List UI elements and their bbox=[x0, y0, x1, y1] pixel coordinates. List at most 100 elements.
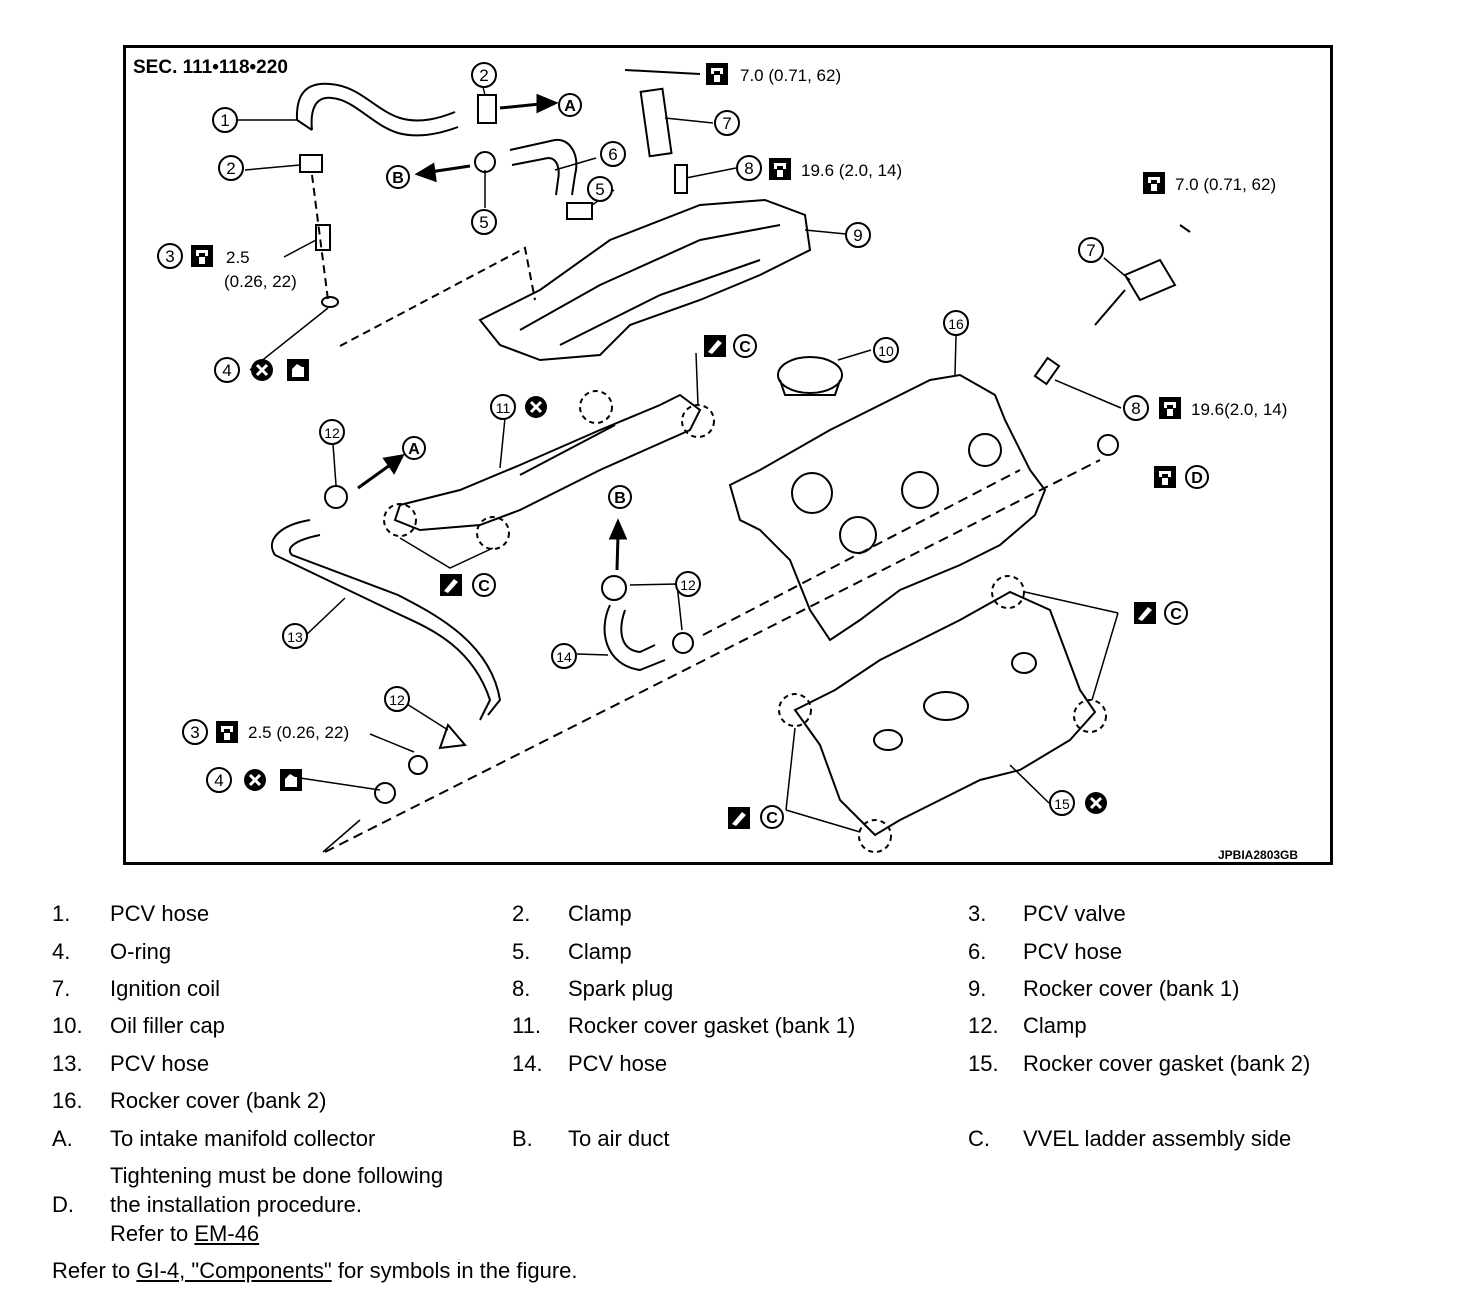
legend-item-label: Rocker cover (bank 1) bbox=[1023, 976, 1240, 1001]
letter-callout-label: C bbox=[739, 339, 751, 356]
spark-plug-8-top bbox=[674, 164, 688, 194]
pcv-valve-3 bbox=[315, 224, 331, 251]
sealant-icon bbox=[704, 335, 726, 357]
callout-6 bbox=[600, 141, 626, 167]
callout-number: 16 bbox=[948, 316, 964, 332]
legend-d-label: D. bbox=[52, 1192, 74, 1217]
letter-callout-c bbox=[472, 573, 496, 597]
footer-prefix: Refer to bbox=[52, 1258, 137, 1283]
legend-d-text-3: Refer to EM-46 bbox=[110, 1221, 259, 1247]
torque-wrench-icon bbox=[191, 245, 213, 267]
callout-number: 15 bbox=[1054, 796, 1070, 812]
callout-number: 9 bbox=[853, 226, 862, 245]
legend-item-number: 9. bbox=[968, 976, 987, 1001]
letter-callout-c bbox=[733, 334, 757, 358]
callout-3 bbox=[182, 719, 208, 745]
letter-callout-c bbox=[1164, 601, 1188, 625]
legend-item-number: 14. bbox=[512, 1051, 543, 1076]
callout-8 bbox=[736, 155, 762, 181]
letter-callout-label: A bbox=[564, 98, 576, 115]
callout-10 bbox=[873, 337, 899, 363]
exploded-view-diagram: SEC. 111•118•220 bbox=[133, 57, 1298, 862]
callout-number: 6 bbox=[608, 145, 617, 164]
letter-callout-c bbox=[760, 805, 784, 829]
legend-item-label: PCV valve bbox=[1023, 901, 1126, 926]
legend-item-label: To intake manifold collector bbox=[110, 1126, 376, 1151]
pcv-hose-1 bbox=[295, 82, 456, 122]
do-not-reuse-icon bbox=[249, 357, 275, 383]
legend-item-label: To air duct bbox=[568, 1126, 670, 1151]
em-46-link[interactable]: EM-46 bbox=[194, 1221, 260, 1246]
engine-oil-icon bbox=[287, 359, 309, 381]
callout-8 bbox=[1123, 395, 1149, 421]
callout-number: 14 bbox=[556, 649, 572, 665]
callout-number: 8 bbox=[744, 159, 753, 178]
legend-item-label: Clamp bbox=[568, 939, 632, 964]
legend-item-label: PCV hose bbox=[110, 901, 210, 926]
letter-callout-b bbox=[608, 485, 632, 509]
letter-callout-label: B bbox=[614, 490, 626, 507]
torque-label: 19.6 (2.0, 14) bbox=[801, 161, 902, 180]
torque-wrench-icon bbox=[706, 63, 728, 85]
rocker-cover-bank-1 bbox=[478, 198, 812, 362]
callout-9 bbox=[845, 222, 871, 248]
letter-callout-b bbox=[386, 165, 410, 189]
clamp-2-lower bbox=[299, 154, 323, 173]
callout-number: 3 bbox=[165, 247, 174, 266]
legend-item-label: Rocker cover gasket (bank 1) bbox=[568, 1013, 856, 1038]
callout-number: 4 bbox=[214, 771, 223, 790]
callout-12 bbox=[319, 419, 345, 445]
legend-d-text-2: the installation procedure. bbox=[110, 1192, 362, 1217]
callout-5 bbox=[587, 176, 613, 202]
callout-13 bbox=[282, 623, 308, 649]
callout-7 bbox=[1078, 237, 1104, 263]
callout-12 bbox=[384, 686, 410, 712]
callout-number: 10 bbox=[878, 343, 894, 359]
footer-note: Refer to GI-4, "Components" for symbols … bbox=[52, 1258, 578, 1284]
legend-item-label: Rocker cover gasket (bank 2) bbox=[1023, 1051, 1311, 1076]
torque-wrench-icon bbox=[769, 158, 791, 180]
ignition-coil-7-right bbox=[1123, 258, 1177, 302]
pcv-valve-3-lower bbox=[408, 755, 428, 775]
legend-item-label: PCV hose bbox=[1023, 939, 1123, 964]
clamp-12-b bbox=[601, 575, 627, 601]
callout-number: 4 bbox=[222, 361, 231, 380]
legend-item-number: C. bbox=[968, 1126, 990, 1151]
torque-label: 7.0 (0.71, 62) bbox=[1175, 175, 1276, 194]
torque-wrench-icon bbox=[1154, 466, 1176, 488]
diagram-frame bbox=[123, 45, 1333, 865]
pcv-hose-13 bbox=[270, 519, 492, 721]
legend-item-label: Oil filler cap bbox=[110, 1013, 225, 1038]
callout-12 bbox=[675, 571, 701, 597]
letter-callout-label: D bbox=[1191, 470, 1203, 487]
legend-item-number: 6. bbox=[968, 939, 987, 964]
legend-item-number: B. bbox=[512, 1126, 533, 1151]
callout-2 bbox=[471, 62, 497, 88]
section-label: SEC. 111•118•220 bbox=[133, 57, 288, 78]
legend-item-label: PCV hose bbox=[110, 1051, 210, 1076]
callout-number: 11 bbox=[496, 400, 511, 416]
legend-item-number: A. bbox=[52, 1126, 73, 1151]
ignition-coil-7-top bbox=[639, 87, 673, 158]
gi-4-components-link[interactable]: GI-4, "Components" bbox=[136, 1258, 332, 1283]
legend-item-label: Spark plug bbox=[568, 976, 674, 1001]
letter-callout-label: B bbox=[392, 170, 404, 187]
do-not-reuse-icon bbox=[1083, 790, 1109, 816]
sealant-icon bbox=[1134, 602, 1156, 624]
sealant-icon bbox=[728, 807, 750, 829]
callout-16 bbox=[943, 310, 969, 336]
legend-item-number: 3. bbox=[968, 901, 987, 926]
letter-callout-label: C bbox=[766, 810, 778, 827]
legend-item-number: 16. bbox=[52, 1088, 83, 1113]
callout-number: 1 bbox=[220, 111, 229, 130]
pcv-hose-6 bbox=[509, 138, 578, 196]
legend-item-number: 12. bbox=[968, 1013, 999, 1038]
legend-item-number: 4. bbox=[52, 939, 71, 964]
callout-number: 7 bbox=[722, 114, 731, 133]
legend-item-number: 15. bbox=[968, 1051, 999, 1076]
clamp-12-c bbox=[438, 723, 467, 750]
legend-item-label: Clamp bbox=[568, 901, 632, 926]
callout-4 bbox=[214, 357, 240, 383]
callout-number: 12 bbox=[680, 577, 696, 593]
refer-to-prefix: Refer to bbox=[110, 1221, 195, 1246]
